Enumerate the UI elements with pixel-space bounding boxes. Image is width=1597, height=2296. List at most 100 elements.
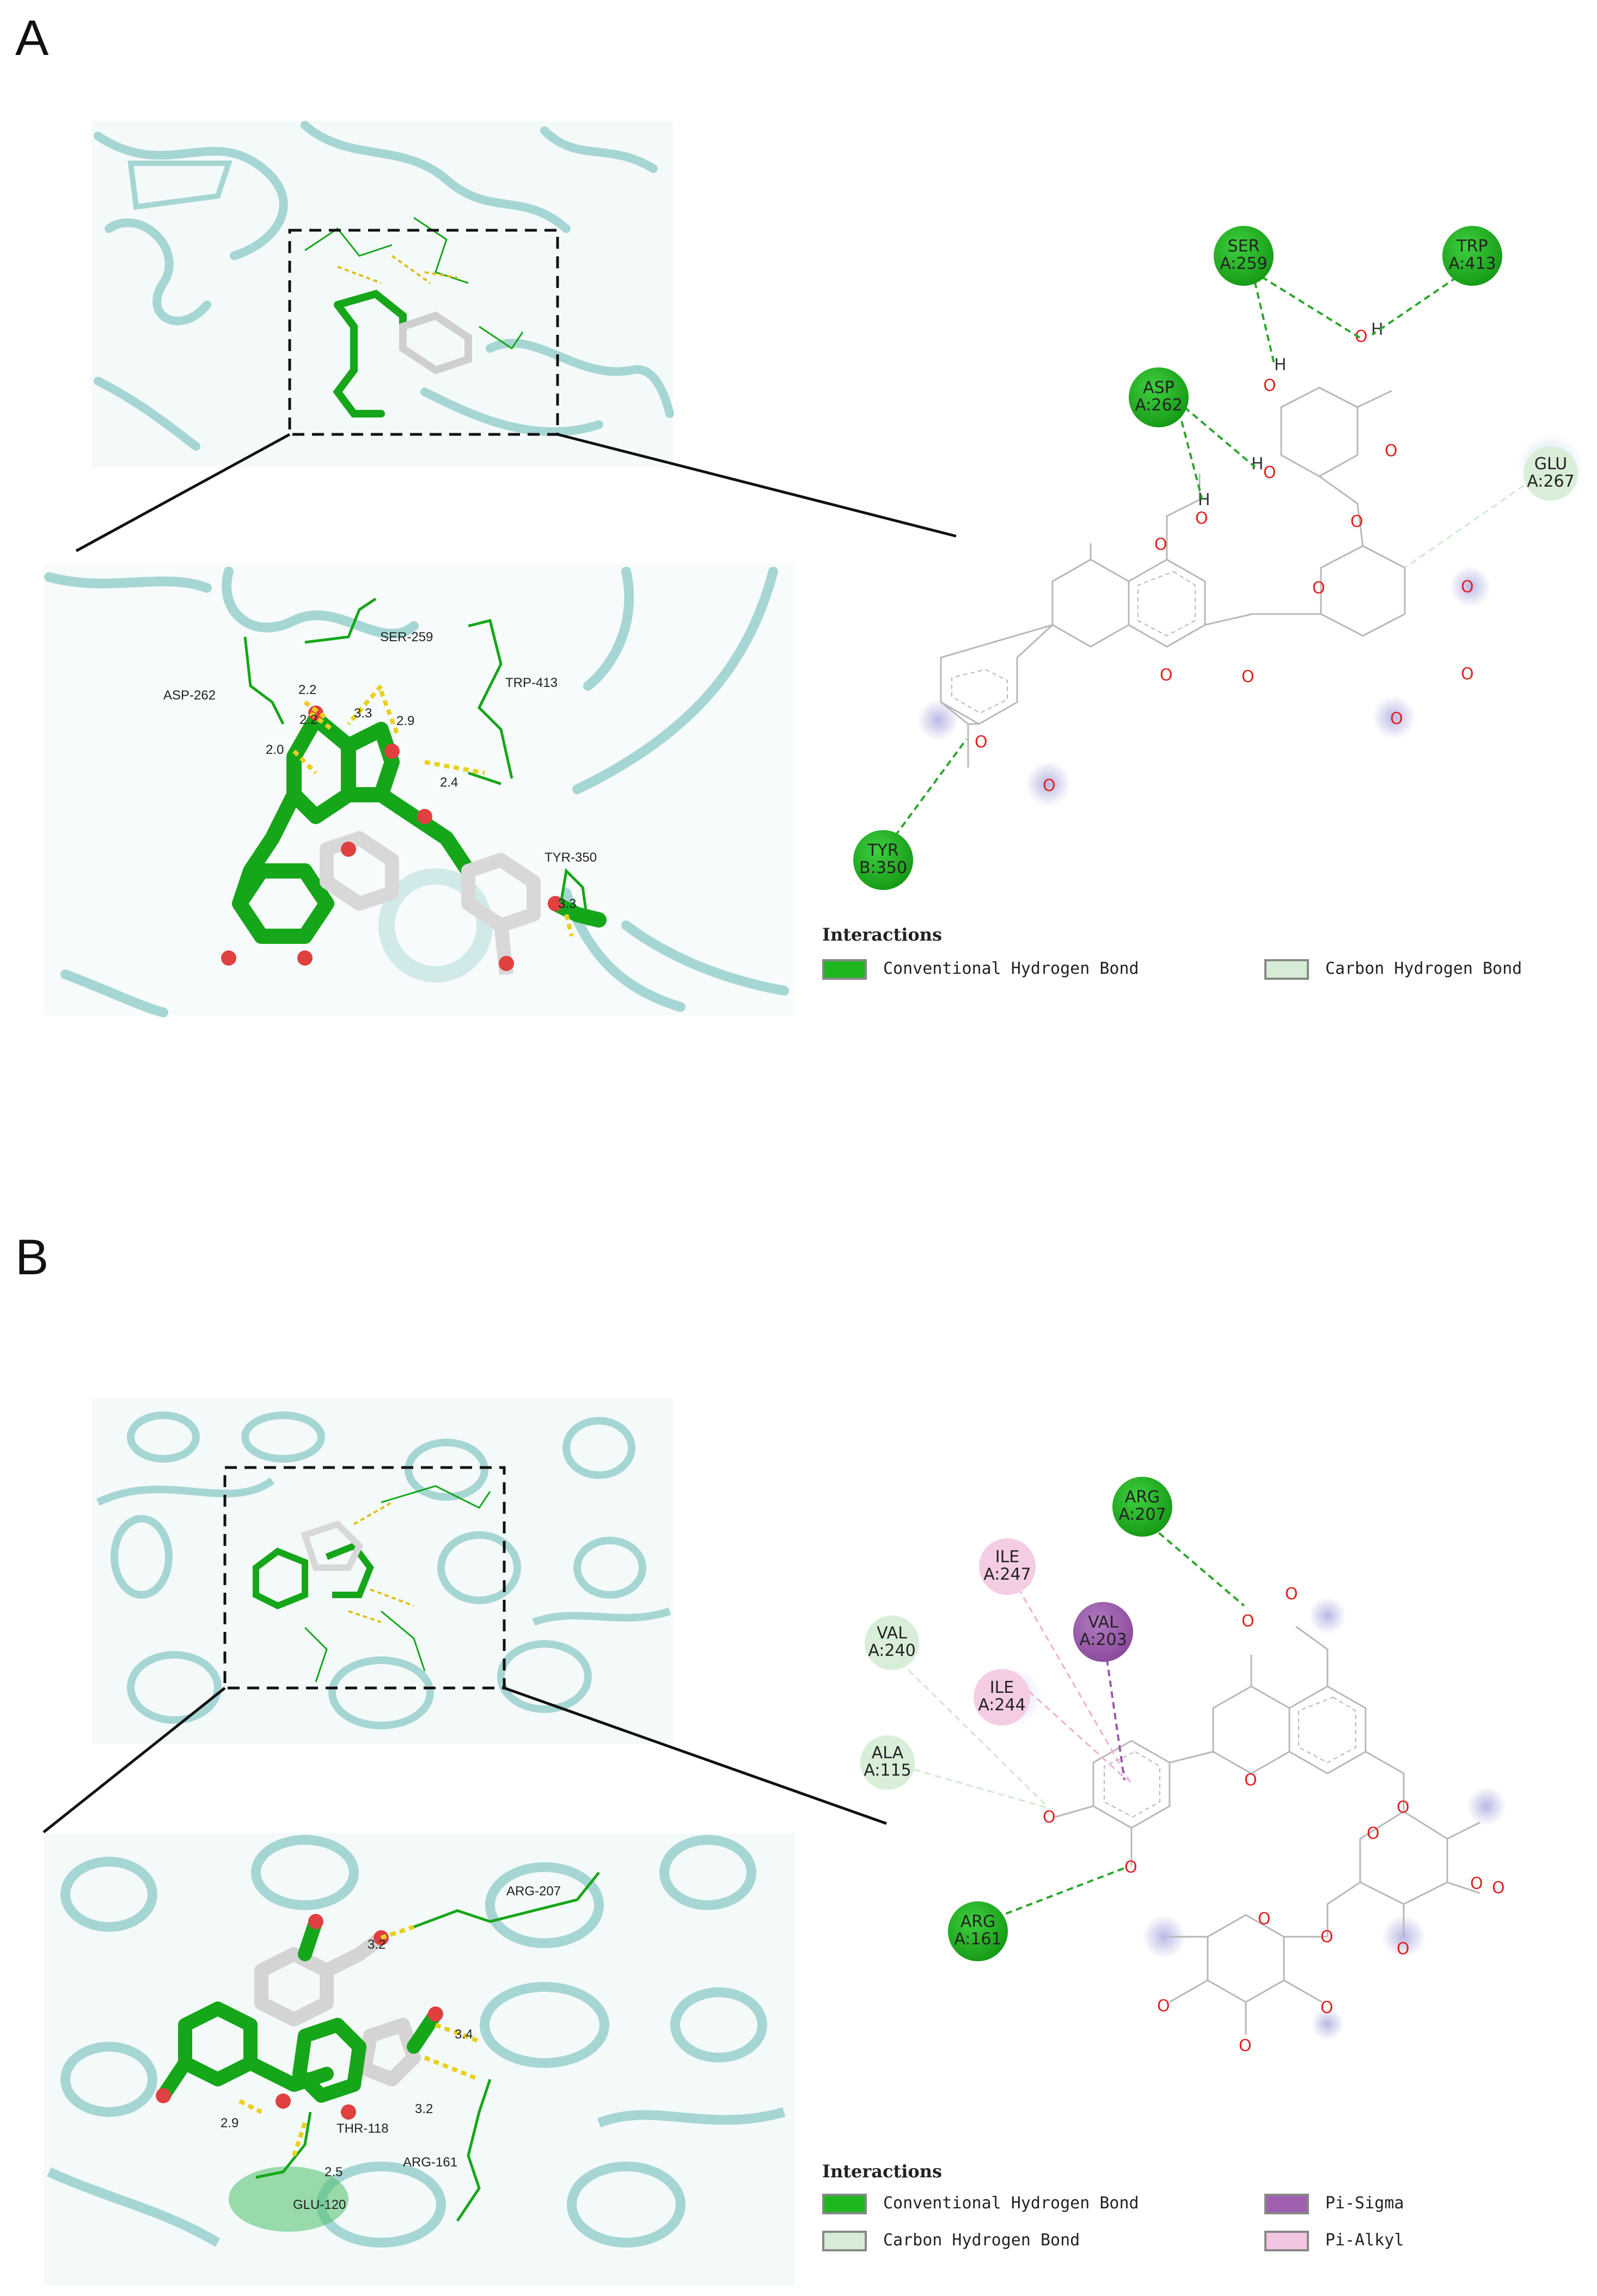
hydrogen-atom: H [1198,490,1210,509]
hydrogen-atom: H [1274,355,1287,375]
oxygen-atom: O [1492,1878,1505,1898]
oxygen-atom: O [1157,1997,1170,2016]
legend-a-swatch-carbon [1264,959,1309,980]
oxygen-atom: O [1154,535,1167,554]
label-trp-413: TRP-413 [505,676,558,690]
distance-label: 2.0 [266,742,284,757]
oxygen-atom: O [1160,666,1173,685]
distance-label: 2.2 [299,713,317,727]
residue-glu-a267: GLU A:267 [1523,446,1578,501]
oxygen-atom: O [1350,512,1363,531]
svg-text:VAL: VAL [1088,1613,1118,1632]
panel-a-2d-diagram: O O O O O O O O O O O O O O O H H H H [853,226,1584,890]
oxygen-atom: O [1355,327,1368,346]
panel-a-overview-image [91,121,674,467]
residue-val-a203: VAL A:203 [1073,1602,1133,1662]
legend-a-label-conventional: Conventional Hydrogen Bond [883,959,1139,978]
svg-text:GLU: GLU [1534,455,1567,474]
oxygen-atom: O [1124,1858,1137,1877]
legend-b-swatch-conventional [822,2194,867,2214]
distance-label: 2.5 [325,2165,342,2180]
hydrogen-atom: H [1251,455,1264,474]
svg-text:A:207: A:207 [1118,1505,1166,1524]
oxygen-atom: O [1263,376,1276,395]
label-arg-207: ARG-207 [506,1884,561,1899]
svg-text:ILE: ILE [990,1678,1014,1697]
legend-b-label-carbon: Carbon Hydrogen Bond [883,2231,1080,2250]
residue-ile-a244: ILE A:244 [974,1669,1030,1726]
panel-b-2d-diagram: O O O O O O O O O O O O O O O [858,1477,1506,2055]
svg-text:A:240: A:240 [868,1641,915,1660]
oxygen-atom: O [1258,1910,1271,1929]
oxygen-atom: O [1244,1771,1257,1790]
oxygen-atom: O [1461,578,1474,597]
panel-b-overview-image [91,1398,673,1744]
legend-b-swatch-pisigma [1264,2194,1309,2214]
oxygen-atom: O [1470,1874,1483,1893]
panel-a-zoom-image: SER-259 ASP-262 TRP-413 TYR-350 2.2 2.2 … [44,563,795,1017]
panel-a-letter: A [15,10,49,66]
oxygen-atom: O [1390,709,1403,728]
svg-text:B:350: B:350 [859,858,907,877]
legend-a-label-carbon: Carbon Hydrogen Bond [1325,959,1522,978]
svg-text:SER: SER [1228,237,1260,256]
svg-text:A:259: A:259 [1220,254,1267,273]
oxygen-atom: O [1397,1798,1410,1817]
distance-label: 2.4 [440,775,458,790]
oxygen-atom: O [1397,1939,1410,1959]
residue-ile-a247: ILE A:247 [979,1538,1036,1595]
distance-label: 3.4 [455,2027,473,2042]
residue-val-a240: VAL A:240 [865,1616,919,1670]
oxygen-atom: O [1241,1612,1255,1631]
oxygen-atom: O [1461,665,1474,684]
oxygen-atom: O [1043,776,1056,795]
distance-label: 2.2 [298,683,316,697]
residue-arg-a207: ARG A:207 [1112,1477,1172,1537]
oxygen-atom: O [975,733,988,752]
oxygen-atom: O [1320,1998,1333,2017]
oxygen-atom: O [1043,1808,1056,1827]
label-arg-161: ARG-161 [403,2155,457,2170]
oxygen-atom: O [1367,1824,1380,1843]
legend-b-label-pisigma: Pi-Sigma [1325,2194,1404,2213]
svg-text:ARG: ARG [1125,1488,1160,1507]
legend-b-swatch-pialkyl [1264,2231,1309,2251]
svg-text:TYR: TYR [867,841,899,860]
oxygen-atom: O [1241,667,1255,686]
svg-text:TRP: TRP [1456,237,1488,256]
svg-text:A:203: A:203 [1079,1630,1127,1649]
legend-b-label-pialkyl: Pi-Alkyl [1325,2231,1404,2250]
oxygen-atom: O [1263,463,1276,482]
distance-label: 2.9 [396,714,414,728]
svg-text:ILE: ILE [995,1548,1020,1567]
label-glu-120: GLU-120 [293,2197,346,2212]
label-tyr-350: TYR-350 [544,850,597,865]
oxygen-atom: O [1320,1927,1333,1947]
distance-label: 3.3 [558,897,576,911]
oxygen-atom: O [1239,2036,1252,2055]
oxygen-atom: O [1195,509,1208,528]
svg-text:ALA: ALA [872,1744,904,1763]
legend-a-title: Interactions [822,924,943,945]
legend-b-label-conventional: Conventional Hydrogen Bond [883,2194,1139,2213]
svg-text:A:161: A:161 [954,1930,1001,1949]
svg-text:A:115: A:115 [864,1761,911,1780]
residue-arg-a161: ARG A:161 [948,1901,1008,1961]
svg-text:A:267: A:267 [1527,472,1574,491]
legend-b-title: Interactions [822,2161,943,2182]
residue-asp-a262: ASP A:262 [1129,367,1189,427]
svg-text:A:413: A:413 [1448,254,1496,273]
svg-text:ARG: ARG [960,1912,996,1931]
distance-label: 2.9 [221,2116,238,2131]
residue-trp-a413: TRP A:413 [1442,226,1502,286]
label-ser-259: SER-259 [380,630,433,644]
oxygen-atom: O [1285,1585,1298,1604]
svg-text:ASP: ASP [1143,378,1174,397]
residue-tyr-b350: TYR B:350 [853,830,913,890]
legend-b-swatch-carbon [822,2231,867,2251]
distance-label: 3.3 [354,706,372,721]
svg-text:A:247: A:247 [983,1565,1031,1584]
panel-b-zoom-image: ARG-207 THR-118 ARG-161 GLU-120 3.2 3.4 … [44,1833,795,2285]
residue-ser-a259: SER A:259 [1214,226,1274,286]
